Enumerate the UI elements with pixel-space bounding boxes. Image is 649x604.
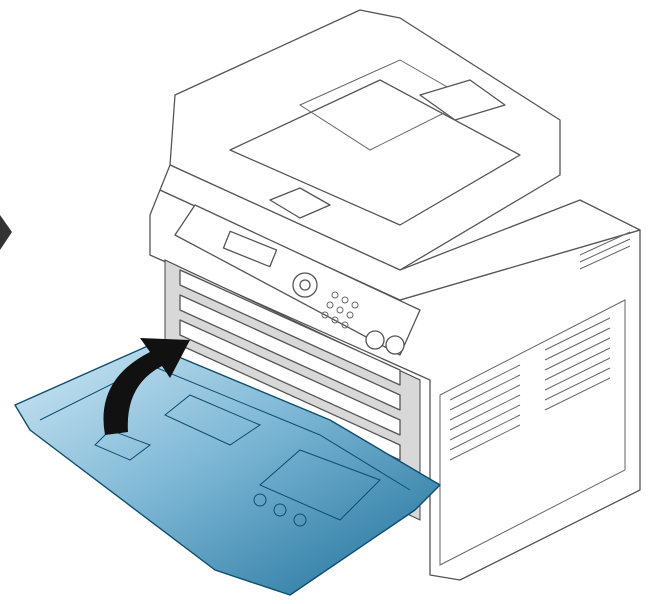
triangle-right-icon <box>0 215 12 250</box>
control-panel <box>174 204 421 356</box>
curved-arrow-icon <box>103 338 190 435</box>
front-cover-details <box>39 364 411 527</box>
